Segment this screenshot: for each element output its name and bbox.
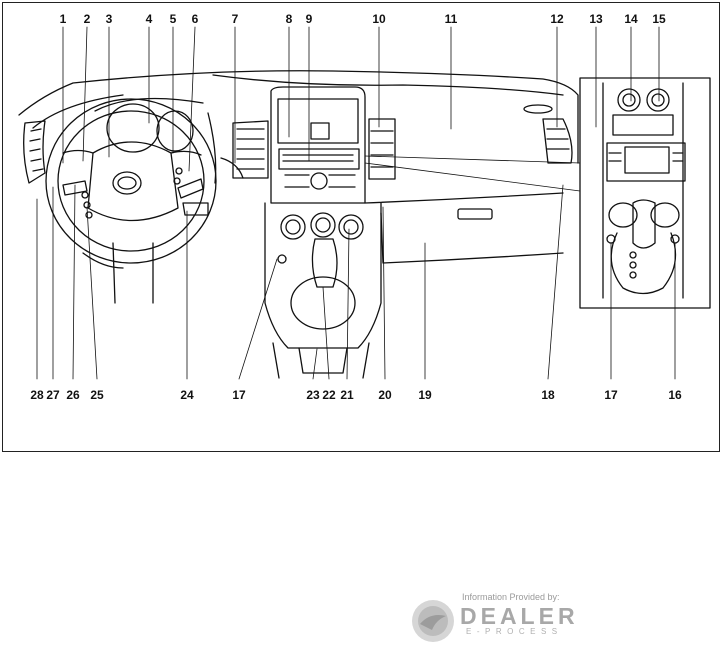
callout-19: 19 — [418, 388, 432, 402]
watermark-brand: DEALER — [460, 603, 579, 629]
inset-shifter — [632, 199, 656, 249]
hvac-knob-center — [310, 212, 336, 238]
callout-12: 12 — [550, 12, 564, 26]
callout-10: 10 — [372, 12, 386, 26]
right-vent — [542, 118, 573, 164]
callout-1: 1 — [59, 12, 67, 26]
callout-11: 11 — [444, 12, 458, 26]
inset-audio-unit — [606, 142, 686, 182]
hvac-knob-left — [280, 214, 306, 240]
callout-17-right: 17 — [604, 388, 618, 402]
callout-21: 21 — [340, 388, 354, 402]
callout-17-left: 17 — [232, 388, 246, 402]
horn-emblem — [112, 171, 142, 195]
callout-26: 26 — [66, 388, 80, 402]
callout-8: 8 — [285, 12, 293, 26]
callout-18: 18 — [541, 388, 555, 402]
watermark-sub: E-PROCESS — [466, 627, 563, 636]
callout-23: 23 — [306, 388, 320, 402]
callout-13: 13 — [589, 12, 603, 26]
shift-lever — [311, 238, 338, 288]
dashboard-outline — [18, 70, 579, 164]
callout-25: 25 — [90, 388, 104, 402]
callout-16: 16 — [668, 388, 682, 402]
callout-14: 14 — [624, 12, 638, 26]
speedometer — [106, 103, 160, 153]
steering-wheel — [45, 98, 217, 264]
hvac-knob-right — [338, 214, 364, 240]
callout-5: 5 — [169, 12, 177, 26]
inset-display — [612, 114, 674, 136]
inset-knob-14 — [617, 88, 641, 112]
callout-9: 9 — [305, 12, 313, 26]
display-slot — [310, 122, 330, 140]
callout-22: 22 — [322, 388, 336, 402]
callout-7: 7 — [231, 12, 239, 26]
tachometer — [156, 110, 194, 152]
diagram-frame: 1 2 3 4 5 6 7 8 9 10 11 12 13 14 15 28 2… — [2, 2, 720, 452]
glovebox-handle — [457, 208, 493, 220]
callout-20: 20 — [378, 388, 392, 402]
callout-2: 2 — [83, 12, 91, 26]
callout-6: 6 — [191, 12, 199, 26]
audio-unit — [278, 148, 360, 170]
callout-27: 27 — [46, 388, 60, 402]
center-stack — [270, 86, 366, 204]
callout-24: 24 — [180, 388, 194, 402]
center-knob — [310, 172, 328, 190]
callout-3: 3 — [105, 12, 113, 26]
dealer-logo-icon — [412, 600, 454, 642]
callout-28: 28 — [30, 388, 44, 402]
watermark-caption: Information Provided by: — [462, 592, 560, 602]
dashboard-illustration — [18, 26, 711, 380]
inset-knob-15 — [646, 88, 670, 112]
callout-15: 15 — [652, 12, 666, 26]
inset-box — [579, 77, 711, 309]
left-vent — [23, 120, 46, 184]
callout-4: 4 — [145, 12, 153, 26]
